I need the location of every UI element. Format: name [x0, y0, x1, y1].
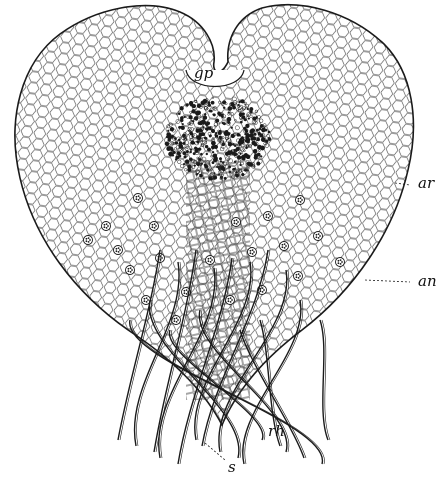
antheridium — [126, 266, 135, 275]
antheridium — [314, 232, 323, 241]
antheridium — [232, 218, 241, 227]
antheridium — [84, 236, 93, 245]
antheridium — [336, 258, 345, 267]
label-an: an — [418, 272, 437, 290]
label-ar: ar — [418, 174, 435, 192]
label-s: s — [228, 458, 236, 476]
antheridium — [114, 246, 123, 255]
antheridium — [172, 316, 181, 325]
antheridium — [280, 242, 289, 251]
antheridium — [296, 196, 305, 205]
antheridium — [134, 194, 143, 203]
antheridium — [264, 212, 273, 221]
antheridium — [294, 272, 303, 281]
antheridium — [102, 222, 111, 231]
antheridium — [150, 222, 159, 231]
antheridium — [248, 248, 257, 257]
leader-an — [365, 280, 410, 282]
label-gp: gp — [194, 64, 214, 82]
label-rh: rh — [268, 422, 285, 440]
rhizoid — [320, 320, 328, 440]
antheridium — [206, 256, 215, 265]
